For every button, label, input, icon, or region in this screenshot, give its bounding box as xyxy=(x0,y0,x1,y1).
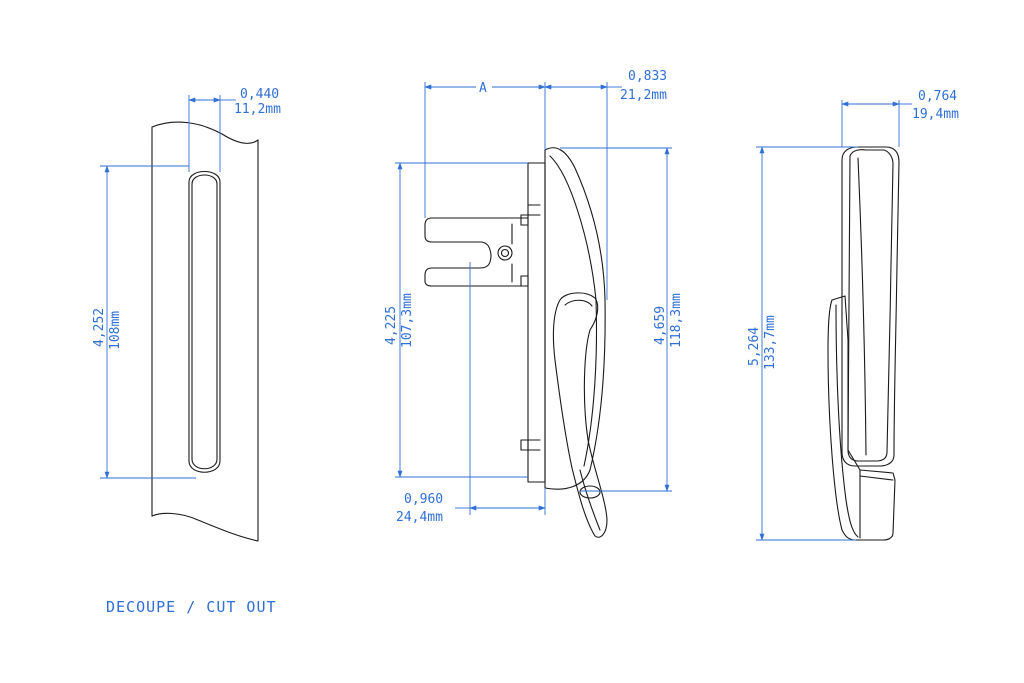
side-depth-in: 0,833 xyxy=(628,69,667,84)
cutout-panel-outline xyxy=(151,121,259,542)
profile-depth-mm: 19,4mm xyxy=(912,107,959,122)
side-base-plate xyxy=(527,162,546,483)
cutout-height-mm: 108mm xyxy=(108,311,123,350)
profile-lever xyxy=(827,295,896,541)
profile-height-in: 5,264 xyxy=(747,327,762,366)
profile-view: 0,764 19,4mm 5,264 133,7mm xyxy=(747,89,959,541)
cutout-height-in: 4,252 xyxy=(92,308,107,347)
side-overall-in: 4,659 xyxy=(653,306,668,345)
profile-height-mm: 133,7mm xyxy=(763,315,778,370)
side-height-mm: 107,3mm xyxy=(400,293,415,348)
side-bracket-hole xyxy=(497,245,513,261)
side-lever xyxy=(552,292,608,538)
side-a-label: A xyxy=(479,81,487,96)
side-height-in: 4,225 xyxy=(384,306,399,345)
profile-depth-in: 0,764 xyxy=(918,89,957,104)
caption-cutout: DECOUPE / CUT OUT xyxy=(106,598,277,616)
side-base-mm: 24,4mm xyxy=(396,510,443,525)
side-bracket xyxy=(424,217,529,287)
cutout-slot-inner xyxy=(191,174,218,470)
side-depth-mm: 21,2mm xyxy=(620,88,667,103)
cutout-view: 0,440 11,2mm 4,252 108mm xyxy=(92,87,281,542)
side-handle-body xyxy=(544,147,606,490)
cutout-width-in: 0,440 xyxy=(240,87,279,102)
cutout-width-mm: 11,2mm xyxy=(234,102,281,117)
side-view: A 0,833 21,2mm 4,225 107,3mm 4,659 118,3… xyxy=(384,69,684,538)
side-base-in: 0,960 xyxy=(404,492,443,507)
cutout-slot xyxy=(188,170,221,473)
side-overall-mm: 118,3mm xyxy=(669,293,684,348)
